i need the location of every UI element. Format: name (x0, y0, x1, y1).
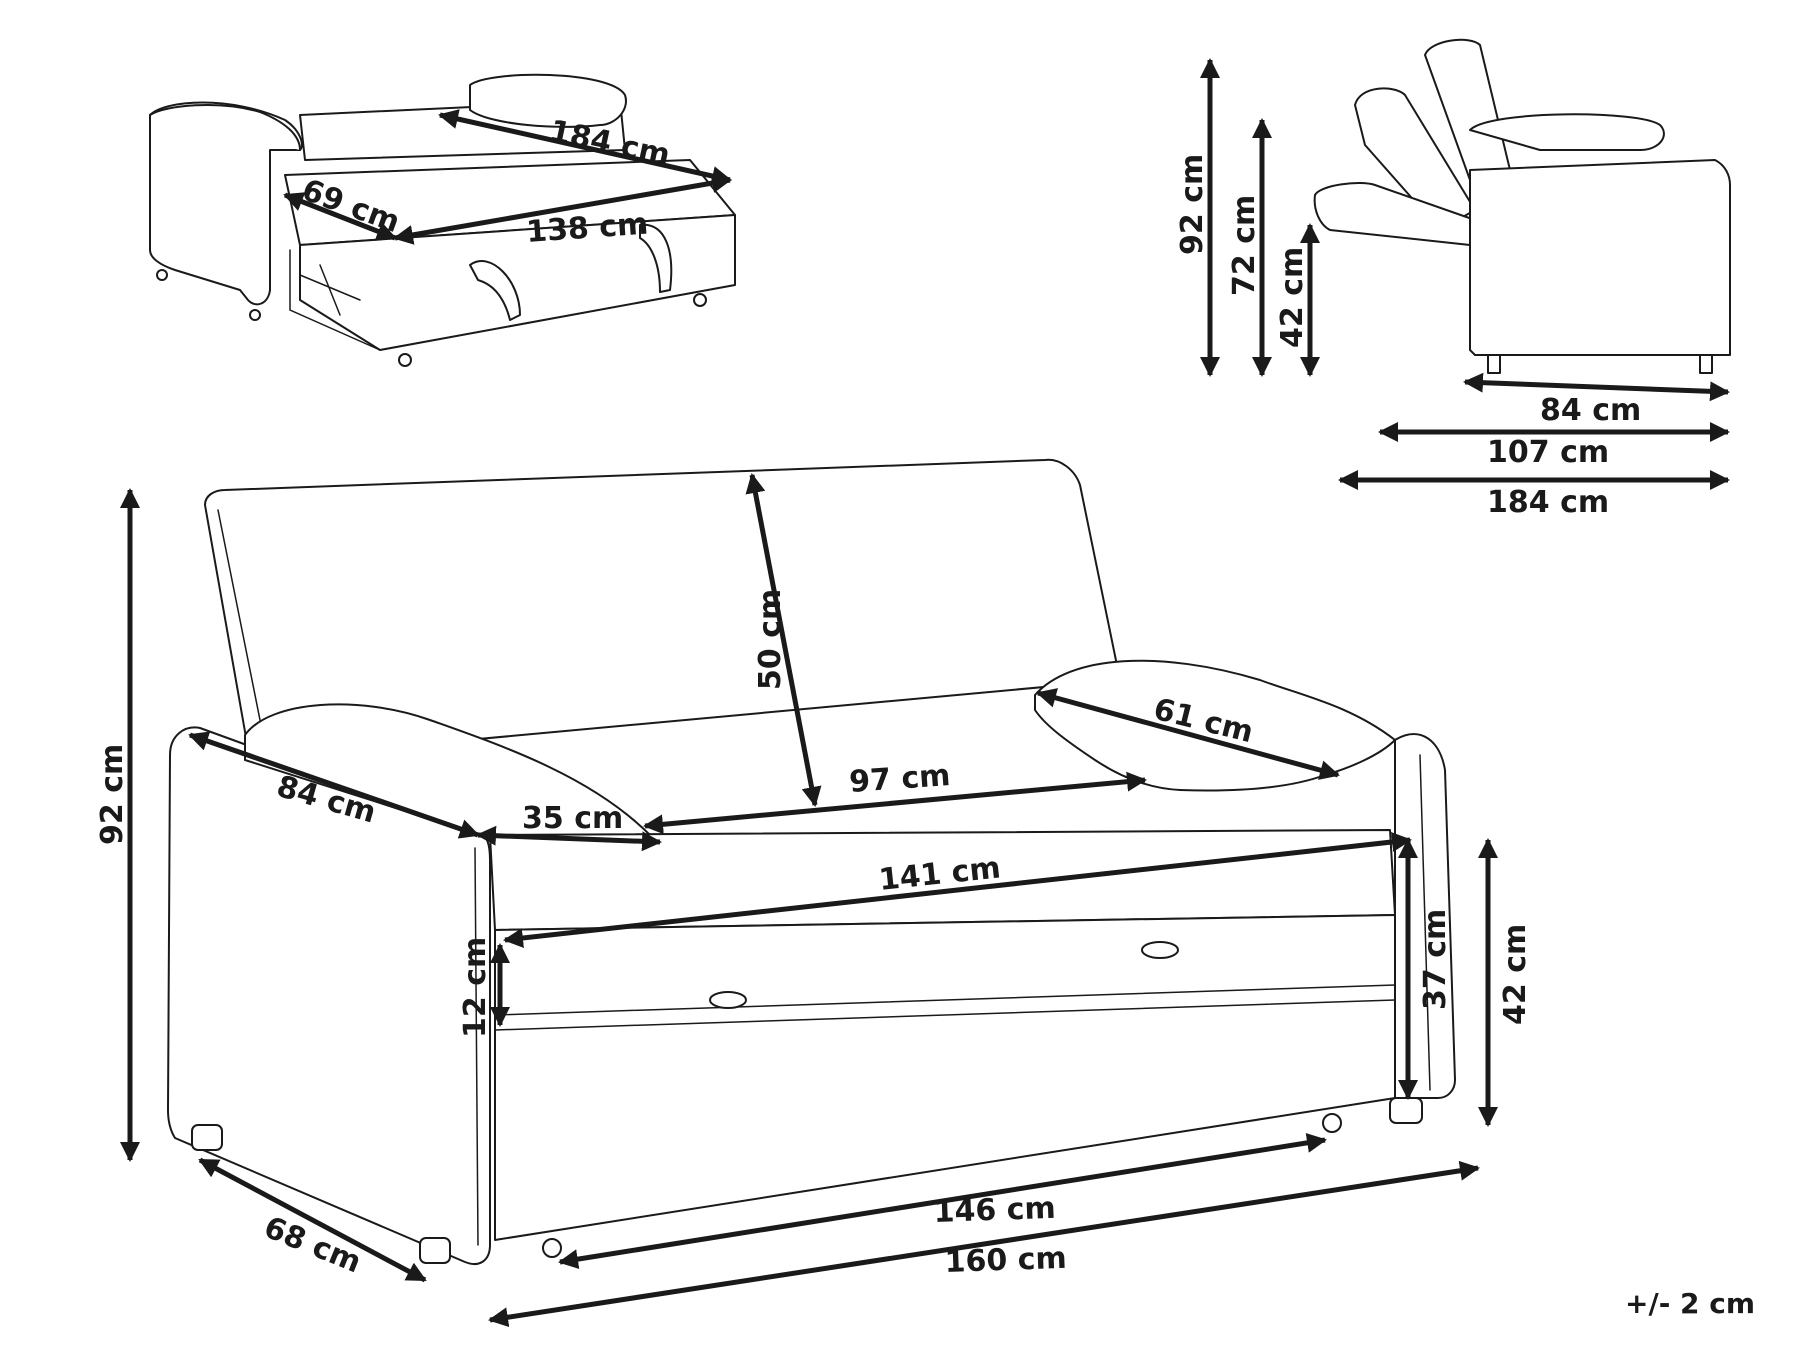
label-side-184: 184 cm (1487, 485, 1609, 520)
tolerance-note: +/- 2 cm (1625, 1287, 1755, 1320)
label-front-92: 92 cm (95, 744, 130, 845)
label-seat-37: 37 cm (1418, 909, 1453, 1010)
label-side-92: 92 cm (1175, 154, 1210, 255)
dimension-arrows (120, 58, 1730, 1328)
dim-arrow-bed-length (438, 109, 732, 186)
dim-arrow-backrest-50 (745, 473, 822, 807)
label-bed-width-138: 138 cm (525, 207, 649, 250)
label-side-84: 84 cm (1540, 393, 1641, 428)
dim-arrow-side-84 (1463, 372, 1730, 402)
dim-arrow-seat-141 (503, 832, 1412, 948)
sofa-side-view-drawing (1313, 38, 1731, 374)
label-side-72: 72 cm (1227, 195, 1262, 296)
dim-arrow-width-160 (488, 1160, 1480, 1328)
sofa-front-view-drawing (167, 458, 1456, 1265)
dim-arrow-cushion-61 (1036, 688, 1340, 780)
dim-arrow-bed-width-69 (283, 192, 397, 241)
dim-arrow-depth-68 (198, 1157, 427, 1283)
dim-arrow-arm-84 (188, 731, 480, 839)
dim-arrow-seat-97 (643, 771, 1147, 835)
dim-arrow-bed-width-138 (393, 173, 732, 245)
label-total-42: 42 cm (1498, 924, 1533, 1025)
label-side-42: 42 cm (1275, 247, 1310, 348)
label-drawer-12: 12 cm (458, 937, 493, 1038)
label-side-107: 107 cm (1487, 435, 1609, 470)
label-width-146: 146 cm (933, 1191, 1056, 1230)
label-armrest-35: 35 cm (522, 801, 623, 836)
label-width-160: 160 cm (944, 1241, 1067, 1280)
label-seat-97: 97 cm (848, 758, 951, 800)
label-backrest-50: 50 cm (753, 589, 788, 690)
